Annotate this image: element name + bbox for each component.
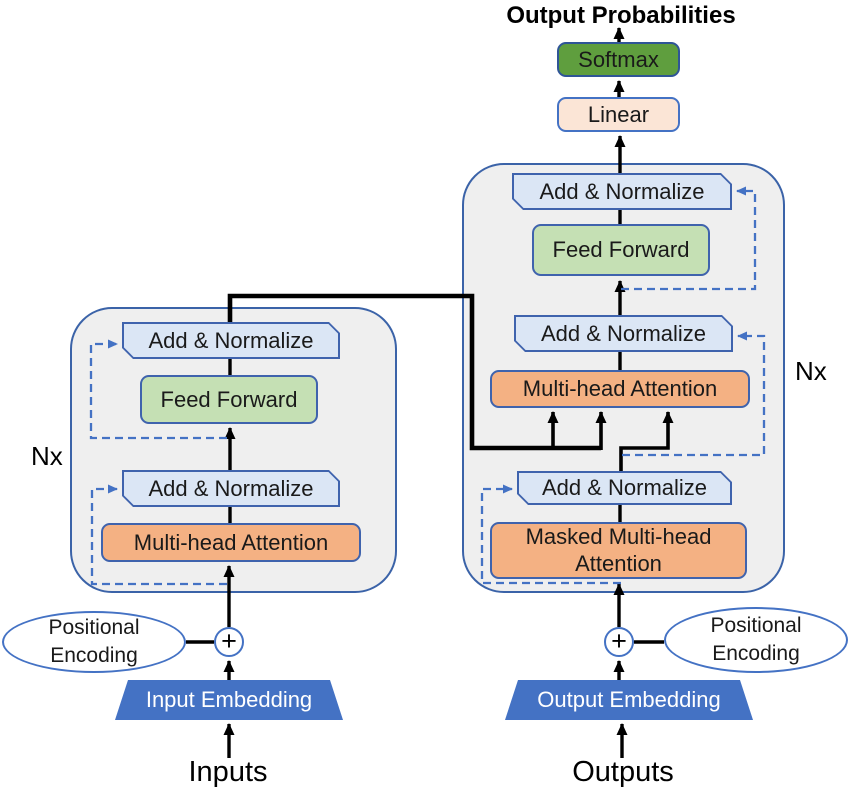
masked-multi-head-attention-box: Masked Multi-head Attention <box>490 522 747 579</box>
linear-box: Linear <box>557 97 680 132</box>
encoder-multi-head-attention-box: Multi-head Attention <box>101 523 361 562</box>
residual-decoder-masked-attention <box>480 484 621 585</box>
output-embedding-trapezoid: Output Embedding <box>505 680 753 720</box>
residual-decoder-attention <box>622 331 766 457</box>
add-symbol-right: + <box>604 626 634 657</box>
residual-encoder-attention <box>90 484 227 586</box>
outputs-label: Outputs <box>572 756 674 788</box>
positional-encoding-left-line2: Encoding <box>50 644 138 667</box>
softmax-box: Softmax <box>557 42 680 77</box>
positional-encoding-left-line1: Positional <box>48 615 140 639</box>
residual-decoder-feedforward <box>621 186 757 291</box>
residual-encoder-feedforward <box>89 339 227 440</box>
nx-label-decoder: Nx <box>795 356 827 386</box>
add-symbol-left: + <box>214 626 244 657</box>
input-embedding-trapezoid: Input Embedding <box>115 680 343 720</box>
decoder-add-normalize-middle-label: Add & Normalize <box>540 320 707 346</box>
positional-encoding-right-line2: Encoding <box>712 642 800 665</box>
encoder-add-normalize-top-box: Add & Normalize <box>122 322 340 359</box>
positional-encoding-right-line1: Positional <box>710 613 802 637</box>
nx-label-encoder: Nx <box>31 441 63 471</box>
encoder-add-normalize-bottom-box: Add & Normalize <box>122 470 340 507</box>
decoder-add-normalize-top-box: Add & Normalize <box>512 173 732 210</box>
decoder-add-normalize-bottom-label: Add & Normalize <box>541 475 708 500</box>
encoder-add-normalize-bottom-label: Add & Normalize <box>148 475 314 501</box>
output-probabilities-title: Output Probabilities <box>506 2 736 29</box>
encoder-add-normalize-top-label: Add & Normalize <box>148 327 314 353</box>
decoder-multi-head-attention-box: Multi-head Attention <box>490 370 750 408</box>
decoder-add-normalize-bottom-box: Add & Normalize <box>517 471 732 505</box>
decoder-feed-forward-box: Feed Forward <box>532 224 710 276</box>
encoder-feed-forward-box: Feed Forward <box>140 375 318 424</box>
decoder-add-normalize-middle-box: Add & Normalize <box>514 315 733 352</box>
positional-encoding-ellipse-right: Positional Encoding <box>664 607 848 673</box>
line-encoder-output-trunk <box>227 293 601 451</box>
arrow-addnorm-to-decoder-attention-query <box>619 411 674 471</box>
positional-encoding-ellipse-left: Positional Encoding <box>2 611 186 673</box>
decoder-add-normalize-top-label: Add & Normalize <box>539 178 705 204</box>
inputs-label: Inputs <box>188 756 268 788</box>
